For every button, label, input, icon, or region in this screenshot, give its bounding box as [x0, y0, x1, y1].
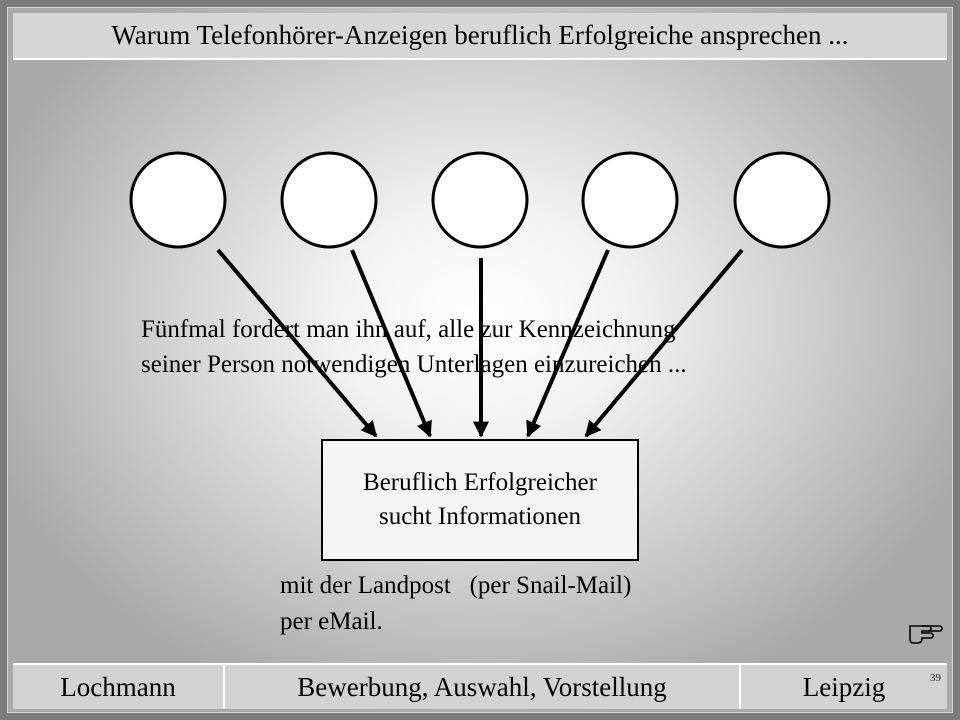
- pointing-hand-icon[interactable]: [908, 614, 944, 644]
- bullet-text: per eMail.: [280, 608, 383, 635]
- slide-title-text: Warum Telefonhörer-Anzeigen beruflich Er…: [111, 20, 849, 50]
- source-circle-1: [129, 151, 227, 249]
- source-circle-3: [431, 151, 529, 249]
- arrow-1: [216, 248, 378, 438]
- caption: Fünfmal fordert man ihn auf, alle zur Ke…: [141, 312, 861, 382]
- arrow-4: [526, 249, 610, 438]
- bullet-list: mit der Landpost (per Snail-Mail) per eM…: [258, 568, 631, 640]
- page-number: 39: [930, 672, 941, 684]
- footer-location: Leipzig: [802, 671, 886, 702]
- footer-topic: Bewerbung, Auswahl, Vorstellung: [225, 665, 741, 709]
- arrow-5: [584, 248, 744, 438]
- bullet-item-1: mit der Landpost (per Snail-Mail): [258, 568, 631, 604]
- arrow-2: [350, 249, 432, 438]
- footer-author: Lochmann: [13, 665, 225, 709]
- bullet-note: (per Snail-Mail): [469, 572, 632, 599]
- box-line-1: Beruflich Erfolgreicher: [363, 469, 597, 496]
- slide-title: Warum Telefonhörer-Anzeigen beruflich Er…: [13, 13, 947, 60]
- box-line-2: sucht Informationen: [378, 503, 581, 530]
- caption-line-1: Fünfmal fordert man ihn auf, alle zur Ke…: [141, 316, 676, 343]
- bullet-text: mit der Landpost: [280, 572, 451, 599]
- source-circle-2: [280, 151, 378, 249]
- caption-line-2: seiner Person notwendigen Unterlagen ein…: [141, 351, 687, 378]
- target-box: Beruflich Erfolgreicher sucht Informatio…: [321, 439, 639, 561]
- source-circle-5: [733, 151, 831, 249]
- bullet-item-2: per eMail.: [258, 604, 631, 640]
- source-circle-4: [581, 151, 679, 249]
- footer: Lochmann Bewerbung, Auswahl, Vorstellung…: [13, 663, 947, 709]
